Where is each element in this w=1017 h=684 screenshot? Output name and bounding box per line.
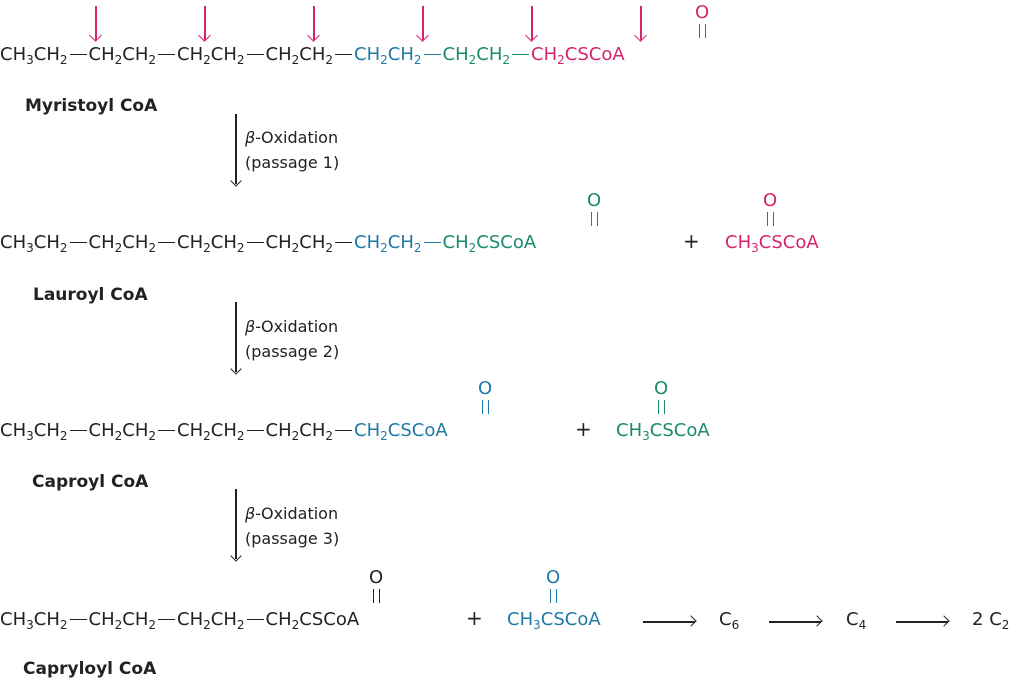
- capryloyl-carbonyl-oxygen: O: [369, 569, 383, 603]
- reaction-arrow-1: [235, 114, 237, 184]
- acetyl-coa-product-1: CH3CSCoA: [725, 232, 819, 255]
- reaction-arrow-3: [235, 489, 237, 559]
- caproyl-coa-label: Caproyl CoA: [32, 472, 149, 492]
- forward-arrow-3: [896, 621, 948, 623]
- beta-oxidation-step-3: β-Oxidation (passage 3): [245, 504, 340, 548]
- myristoyl-coa-label: Myristoyl CoA: [25, 96, 158, 116]
- plus-sign-2: +: [575, 417, 592, 441]
- ch2cscoa-group-magenta: CH2CSCoA: [531, 44, 625, 67]
- lauroyl-carbonyl-oxygen: O: [587, 192, 601, 226]
- myristoyl-coa-structure: CH3CH2 CH2CH2 CH2CH2 CH2CH2 CH2CH2 CH2CH2 CH2C…: [0, 44, 625, 67]
- ch3ch2-group: CH3CH2: [0, 44, 68, 67]
- caproyl-carbonyl-oxygen: O: [478, 380, 492, 414]
- plus-sign-3: +: [466, 606, 483, 630]
- myristoyl-carbonyl-oxygen: O: [695, 4, 709, 38]
- cleavage-arrow-6: [640, 6, 642, 40]
- acetyl-coa-3-carbonyl-oxygen: O: [546, 569, 560, 603]
- ch2ch2-group-blue: CH2CH2: [354, 44, 422, 67]
- forward-arrow-1: [643, 621, 695, 623]
- cleavage-arrow-4: [422, 6, 424, 40]
- acetyl-coa-1-carbonyl-oxygen: O: [763, 192, 777, 226]
- cleavage-arrow-3: [313, 6, 315, 40]
- reaction-arrow-2: [235, 302, 237, 372]
- forward-arrow-2: [769, 621, 821, 623]
- product-c4: C4: [846, 609, 867, 632]
- plus-sign-1: +: [683, 229, 700, 253]
- ch2ch2-group: CH2CH2: [88, 44, 157, 67]
- acetyl-coa-product-2: CH3CSCoA: [616, 420, 710, 443]
- beta-oxidation-step-2: β-Oxidation (passage 2): [245, 317, 340, 361]
- cleavage-arrow-2: [204, 6, 206, 40]
- ch2ch2-group: CH2CH2: [177, 44, 245, 67]
- ch2ch2-group-green: CH2CH2: [442, 44, 511, 67]
- product-2c2: 2 C2: [972, 609, 1010, 632]
- product-c6: C6: [719, 609, 740, 632]
- cleavage-arrow-1: [95, 6, 97, 40]
- lauroyl-coa-label: Lauroyl CoA: [33, 285, 148, 305]
- acetyl-coa-2-carbonyl-oxygen: O: [654, 380, 668, 414]
- beta-oxidation-step-1: β-Oxidation (passage 1): [245, 128, 340, 172]
- cleavage-arrow-5: [531, 6, 533, 40]
- ch2ch2-group: CH2CH2: [265, 44, 334, 67]
- acetyl-coa-product-3: CH3CSCoA: [507, 609, 601, 632]
- capryloyl-coa-label: Capryloyl CoA: [23, 659, 157, 679]
